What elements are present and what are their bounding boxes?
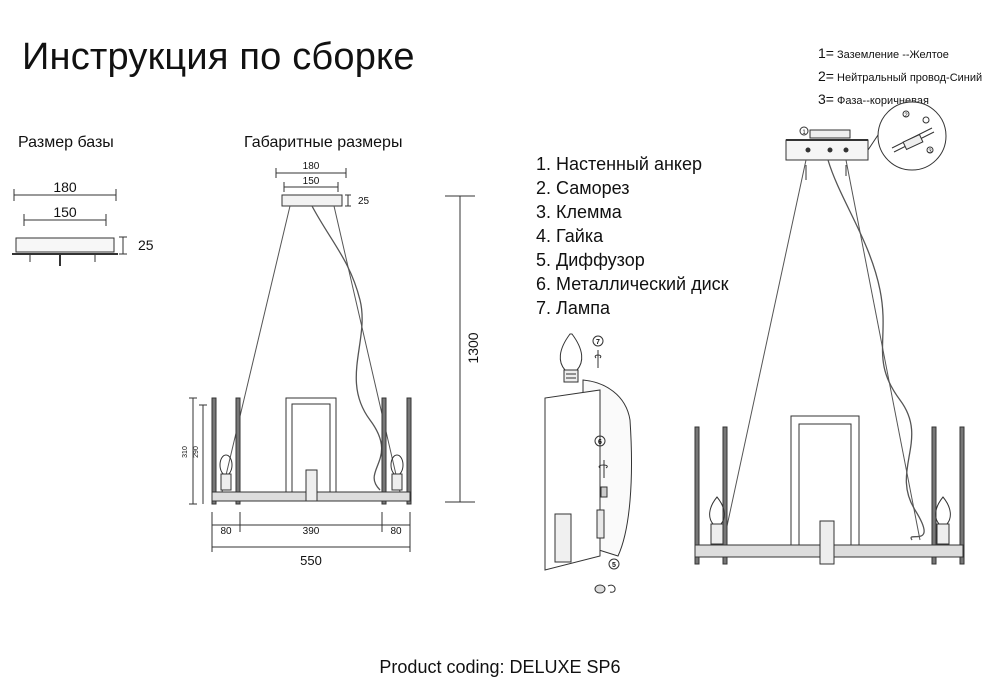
list-item: 7. Лампа [536, 298, 610, 318]
wiring-num: 2= [818, 68, 834, 84]
dim-top-150: 150 [303, 176, 320, 187]
dim-base-width: 180 [53, 179, 77, 195]
dim-seg-left: 80 [220, 526, 232, 537]
dim-top-25: 25 [358, 196, 370, 207]
list-item: 2. Саморез [536, 178, 630, 198]
callout-2: 2 [904, 113, 908, 119]
callout-1: 1 [802, 130, 806, 136]
wiring-num: 3= [818, 91, 834, 107]
wiring-num: 1= [818, 45, 834, 61]
page-title: Инструкция по сборке [22, 36, 415, 78]
wiring-text: Заземление --Желтое [837, 49, 949, 61]
dim-seg-right: 80 [390, 526, 402, 537]
overall-dimensions-drawing [189, 168, 475, 552]
callout-3: 3 [928, 149, 932, 155]
wiring-text: Нейтральный провод-Синий [837, 72, 983, 84]
callout-5: 5 [612, 562, 616, 569]
list-item: 6. Металлический диск [536, 274, 729, 294]
dim-seg-mid: 390 [303, 526, 320, 537]
callout-7: 7 [596, 339, 600, 346]
exploded-parts-drawing [544, 333, 632, 594]
product-code: Product coding: DELUXE SP6 [379, 657, 621, 677]
dim-side-290: 290 [193, 446, 200, 458]
list-item: 5. Диффузор [536, 250, 645, 270]
dim-top-180: 180 [303, 161, 320, 172]
dim-height-total: 1300 [465, 332, 481, 363]
base-size-label: Размер базы [18, 134, 114, 151]
dim-base-height: 25 [138, 237, 154, 253]
wiring-legend-row: 1= Заземление --Желтое [818, 43, 982, 66]
list-item: 1. Настенный анкер [536, 154, 702, 174]
dim-base-inner: 150 [53, 204, 77, 220]
parts-list: 1. Настенный анкер 2. Саморез 3. Клемма … [536, 152, 729, 320]
dim-width-total: 550 [300, 553, 322, 568]
dim-side-310: 310 [182, 446, 189, 458]
list-item: 3. Клемма [536, 202, 622, 222]
wiring-legend: 1= Заземление --Желтое 2= Нейтральный пр… [818, 43, 982, 112]
list-item: 4. Гайка [536, 226, 604, 246]
overall-size-label: Габаритные размеры [244, 134, 403, 151]
assembled-chandelier-drawing [694, 101, 965, 565]
callout-6: 6 [598, 439, 602, 446]
base-size-drawing [12, 189, 127, 266]
wiring-legend-row: 2= Нейтральный провод-Синий [818, 66, 982, 89]
